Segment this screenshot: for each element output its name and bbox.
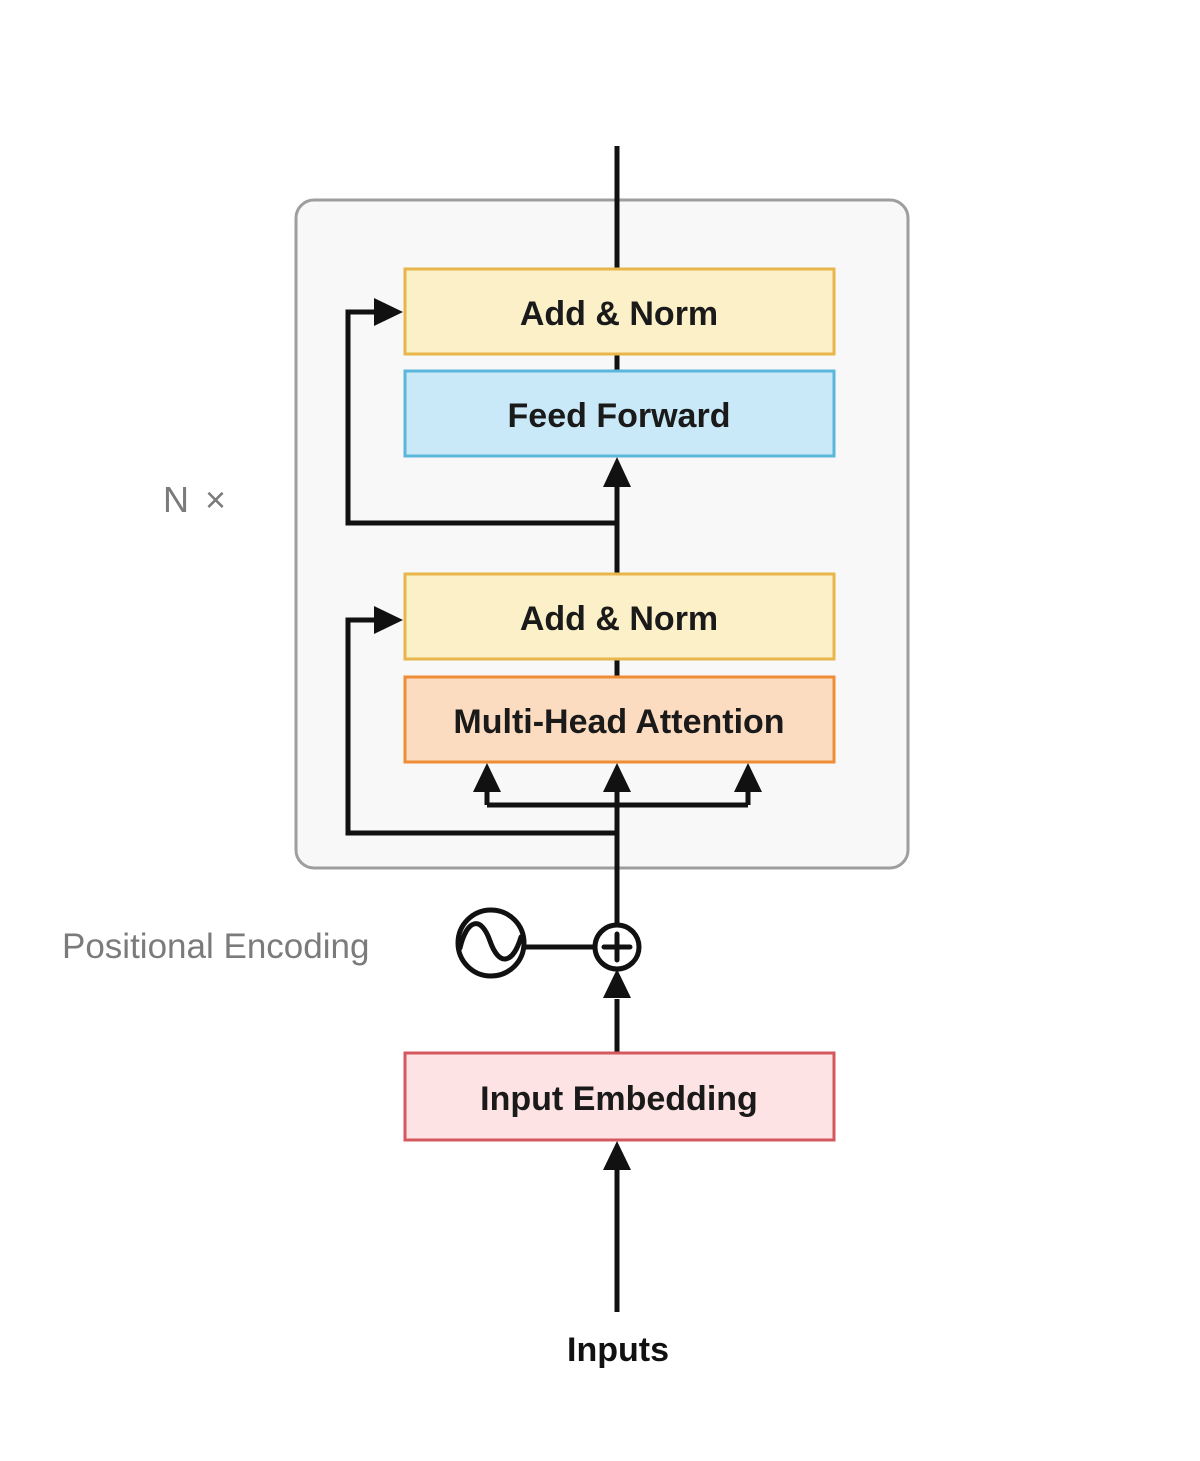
multi-head-attention-block: Multi-Head Attention (403, 675, 836, 764)
repeat-count-label: N × (163, 479, 229, 520)
add-norm-top-label: Add & Norm (520, 295, 718, 333)
input-embedding-block: Input Embedding (403, 1051, 836, 1142)
attention-center-input-arrow (603, 763, 631, 925)
input-embedding-label: Input Embedding (480, 1080, 758, 1118)
positional-encoding-label: Positional Encoding (62, 927, 369, 966)
multi-head-attention-label: Multi-Head Attention (453, 703, 784, 741)
inputs-label: Inputs (567, 1331, 669, 1369)
add-norm-bottom-block: Add & Norm (403, 572, 836, 661)
embedding-to-add-arrow (603, 969, 631, 1053)
add-norm-top-block: Add & Norm (403, 267, 836, 356)
add-norm-bottom-label: Add & Norm (520, 600, 718, 638)
residual-connection-top (345, 298, 617, 526)
feed-forward-input-arrow (603, 457, 631, 523)
qkv-right-arrow (734, 763, 762, 805)
sine-wave-icon (455, 907, 527, 979)
plus-circle-icon (592, 922, 642, 972)
inputs-arrow (603, 1141, 631, 1312)
residual-connection-bottom (345, 606, 617, 836)
feed-forward-label: Feed Forward (508, 397, 731, 435)
feed-forward-block: Feed Forward (403, 369, 836, 458)
qkv-left-arrow (473, 763, 501, 805)
